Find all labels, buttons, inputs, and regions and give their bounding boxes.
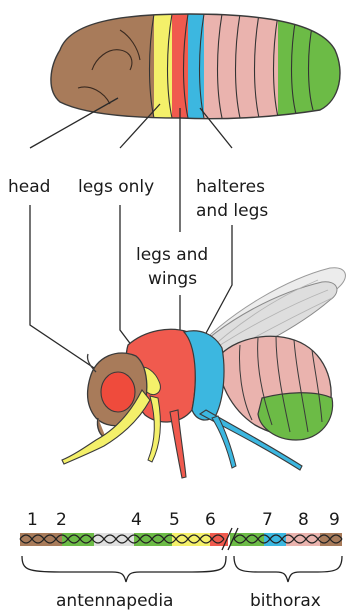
fly — [62, 268, 345, 478]
embryo-head-region — [40, 0, 160, 130]
brace-antennapedia — [22, 556, 226, 582]
gene-number: 2 — [56, 510, 67, 530]
fly-leg-middle — [170, 410, 186, 478]
label-legs-only: legs only — [78, 177, 154, 197]
embryo-segment-yellow — [154, 0, 172, 130]
gene-number: 6 — [205, 510, 216, 530]
label-legs-wings-line2: wings — [148, 269, 197, 289]
label-antennapedia: antennapedia — [56, 591, 173, 611]
embryo — [40, 0, 348, 130]
embryo-segments-pink — [204, 0, 278, 130]
label-halteres-line2: and legs — [196, 201, 268, 221]
label-halteres-line1: halteres — [196, 177, 265, 197]
gene-number: 9 — [329, 510, 340, 530]
label-bithorax: bithorax — [250, 591, 321, 611]
dna-strip — [20, 528, 342, 550]
brace-bithorax — [234, 556, 342, 582]
fly-eye — [101, 372, 135, 412]
gene-number: 1 — [27, 510, 38, 530]
label-legs-wings-line1: legs and — [136, 245, 208, 265]
gene-number: 4 — [131, 510, 142, 530]
label-head: head — [8, 177, 50, 197]
gene-number: 8 — [298, 510, 309, 530]
gene-number: 7 — [262, 510, 273, 530]
gene-numbers: 1 2 4 5 6 7 8 9 — [27, 510, 340, 530]
gene-number: 5 — [169, 510, 180, 530]
